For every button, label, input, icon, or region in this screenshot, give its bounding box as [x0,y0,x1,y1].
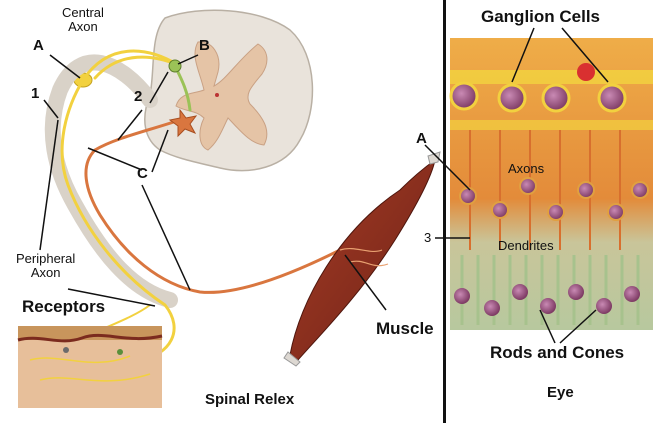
panel-divider [443,0,446,423]
leader-lines [39,27,609,344]
label-3: 3 [424,230,432,245]
label-dendrites: Dendrites [498,238,554,253]
label-central-axon: Central Axon [62,5,104,35]
label-ganglion-cells: Ganglion Cells [481,7,601,26]
interneuron-cell [168,59,182,73]
label-rods-and-cones: Rods and Cones [490,343,625,362]
label-2: 2 [134,88,143,105]
retina [449,38,653,330]
label-peripheral-axon: Peripheral Axon [16,251,76,281]
label-spinal-reflex: Spinal Relex [205,391,295,408]
label-a-left: A [33,37,44,54]
motor-neuron-cell [168,108,198,138]
muscle [283,151,441,367]
label-eye: Eye [547,384,574,401]
skin-receptors [17,326,163,408]
label-muscle: Muscle [376,319,434,338]
label-axons: Axons [508,161,545,176]
label-c: C [137,165,148,182]
label-receptors: Receptors [22,297,106,316]
label-b: B [199,37,210,54]
spinal-cord [73,9,314,172]
label-a-right: A [416,130,427,147]
label-1: 1 [31,85,40,102]
